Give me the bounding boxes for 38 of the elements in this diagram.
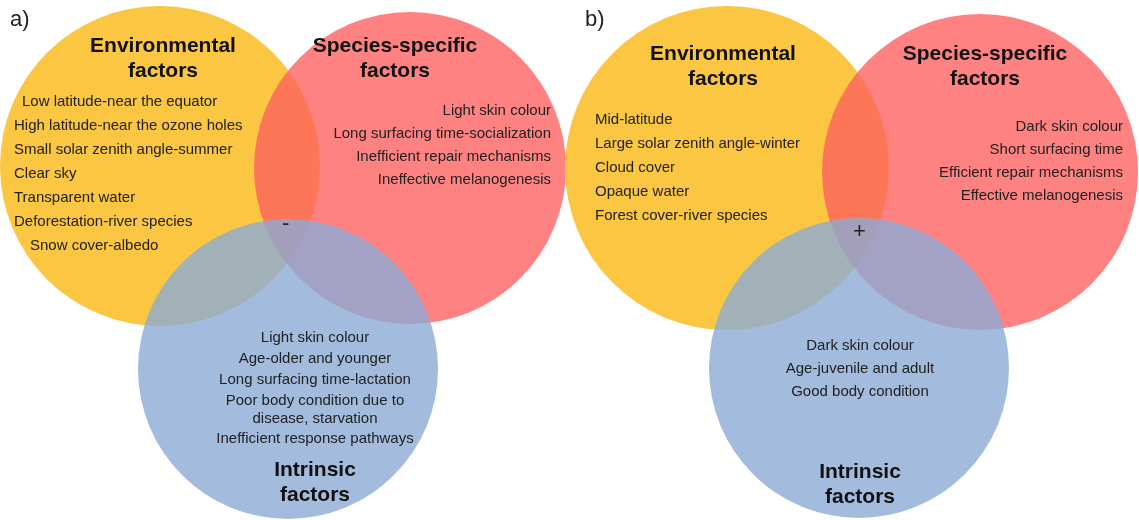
panel-label: a) [10,6,30,32]
factor-text: Snow cover-albedo [30,236,159,254]
factor-text: Cloud cover [595,158,676,176]
factor-text: Forest cover-river species [595,206,768,224]
factor-text: Low latitude-near the equator [22,92,218,110]
factor-text: Light skin colour [260,328,370,346]
factor-text: Poor body condition due to disease, starvation [224,391,406,427]
circle-heading: Species-specific factors [901,40,1069,90]
circle-heading: Environmental factors [649,40,797,90]
factor-text: Inefficient response pathways [216,428,414,447]
factor-text: Dark skin colour [1015,117,1123,135]
factor-text: Inefficient repair mechanisms [356,147,551,165]
circle-heading: Species-specific factors [311,32,479,82]
factor-text: Effective melanogenesis [960,186,1123,204]
factor-text: Small solar zenith angle-summer [14,140,233,158]
circle-heading: Intrinsic factors [273,456,357,506]
factor-text: Opaque water [595,182,690,200]
factor-text: Large solar zenith angle-winter [595,134,801,152]
circle-heading: Intrinsic factors [818,458,902,508]
factor-text: Light skin colour [442,101,551,119]
overlap-sign: + [853,218,866,244]
factor-text: High latitude-near the ozone holes [14,116,243,134]
factor-text: Age-juvenile and adult [785,359,935,377]
factor-text: Long surfacing time-lactation [219,370,411,388]
factor-text: Clear sky [14,164,77,182]
panel-label: b) [585,6,605,32]
factor-text: Age-older and younger [238,349,392,367]
factor-text: Good body condition [791,382,929,400]
factor-text: Efficient repair mechanisms [939,163,1123,181]
factor-text: Long surfacing time-socialization [333,124,551,142]
overlap-sign: - [282,210,290,236]
factor-text: Transparent water [14,188,136,206]
factor-text: Short surfacing time [989,140,1123,158]
factor-text: Deforestation-river species [14,212,193,230]
circle-heading: Environmental factors [89,32,237,82]
factor-text: Mid-latitude [595,110,673,128]
factor-text: Ineffective melanogenesis [377,170,551,188]
factor-text: Dark skin colour [806,336,914,354]
